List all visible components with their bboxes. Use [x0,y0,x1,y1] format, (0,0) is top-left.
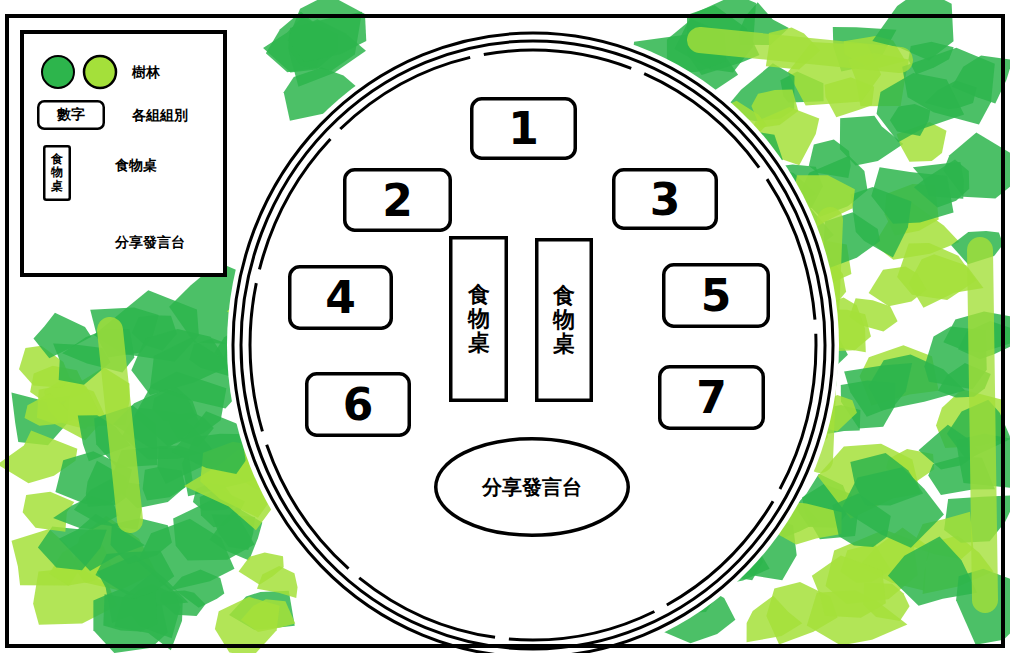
tree-blob [844,363,912,417]
legend-sample: 食物桌 [43,145,71,201]
group-box: 7 [658,365,765,430]
tree-blob [25,393,77,426]
tree-blob [812,556,886,618]
legend-swatch-light [84,56,116,88]
node-label: 分享發言台 [482,474,582,501]
legend-text: 樹林 [132,64,160,82]
legend-panel [22,32,225,275]
food-table: 食物桌 [449,236,508,402]
group-box: 3 [612,168,718,230]
tree-streak [980,250,985,600]
group-number: 1 [508,103,539,154]
tree-blob [288,0,367,62]
tree-blob [257,566,298,598]
group-number: 4 [325,272,356,323]
tree-streak [110,330,130,520]
node-label: 數字 [57,106,85,124]
group-box: 4 [288,265,393,330]
tree-blob [877,73,965,142]
group-number: 2 [382,175,413,226]
tree-blob [850,453,923,505]
venue-ring [241,41,825,649]
group-box: 5 [662,263,770,328]
vertical-label: 食物桌 [51,153,63,193]
legend-text: 食物桌 [115,157,157,175]
legend-text: 分享發言台 [115,234,185,252]
group-number: 7 [696,372,727,423]
group-number: 5 [701,270,732,321]
group-number: 3 [650,174,681,225]
food-table: 食物桌 [535,238,593,402]
tree-blob [38,526,107,570]
podium-ellipse: 分享發言台 [434,437,630,537]
tree-blob [888,537,977,606]
legend-text: 各組組別 [132,107,188,125]
tree-blob [747,596,803,642]
group-box: 2 [343,168,452,232]
venue-ground [227,27,839,653]
tree-streak [700,40,900,60]
group-box: 6 [305,372,411,437]
tree-blob [103,592,157,632]
legend-swatch [41,55,75,89]
group-number: 6 [343,379,374,430]
venue-ring [233,33,833,653]
tree-blob [809,139,851,178]
tree-blob [869,267,927,307]
legend-sample: 數字 [37,100,105,130]
venue-ring [250,50,816,640]
map-frame [7,16,1003,646]
vertical-label: 食物桌 [468,283,490,356]
group-box: 1 [470,97,577,160]
vertical-label: 食物桌 [553,284,575,357]
